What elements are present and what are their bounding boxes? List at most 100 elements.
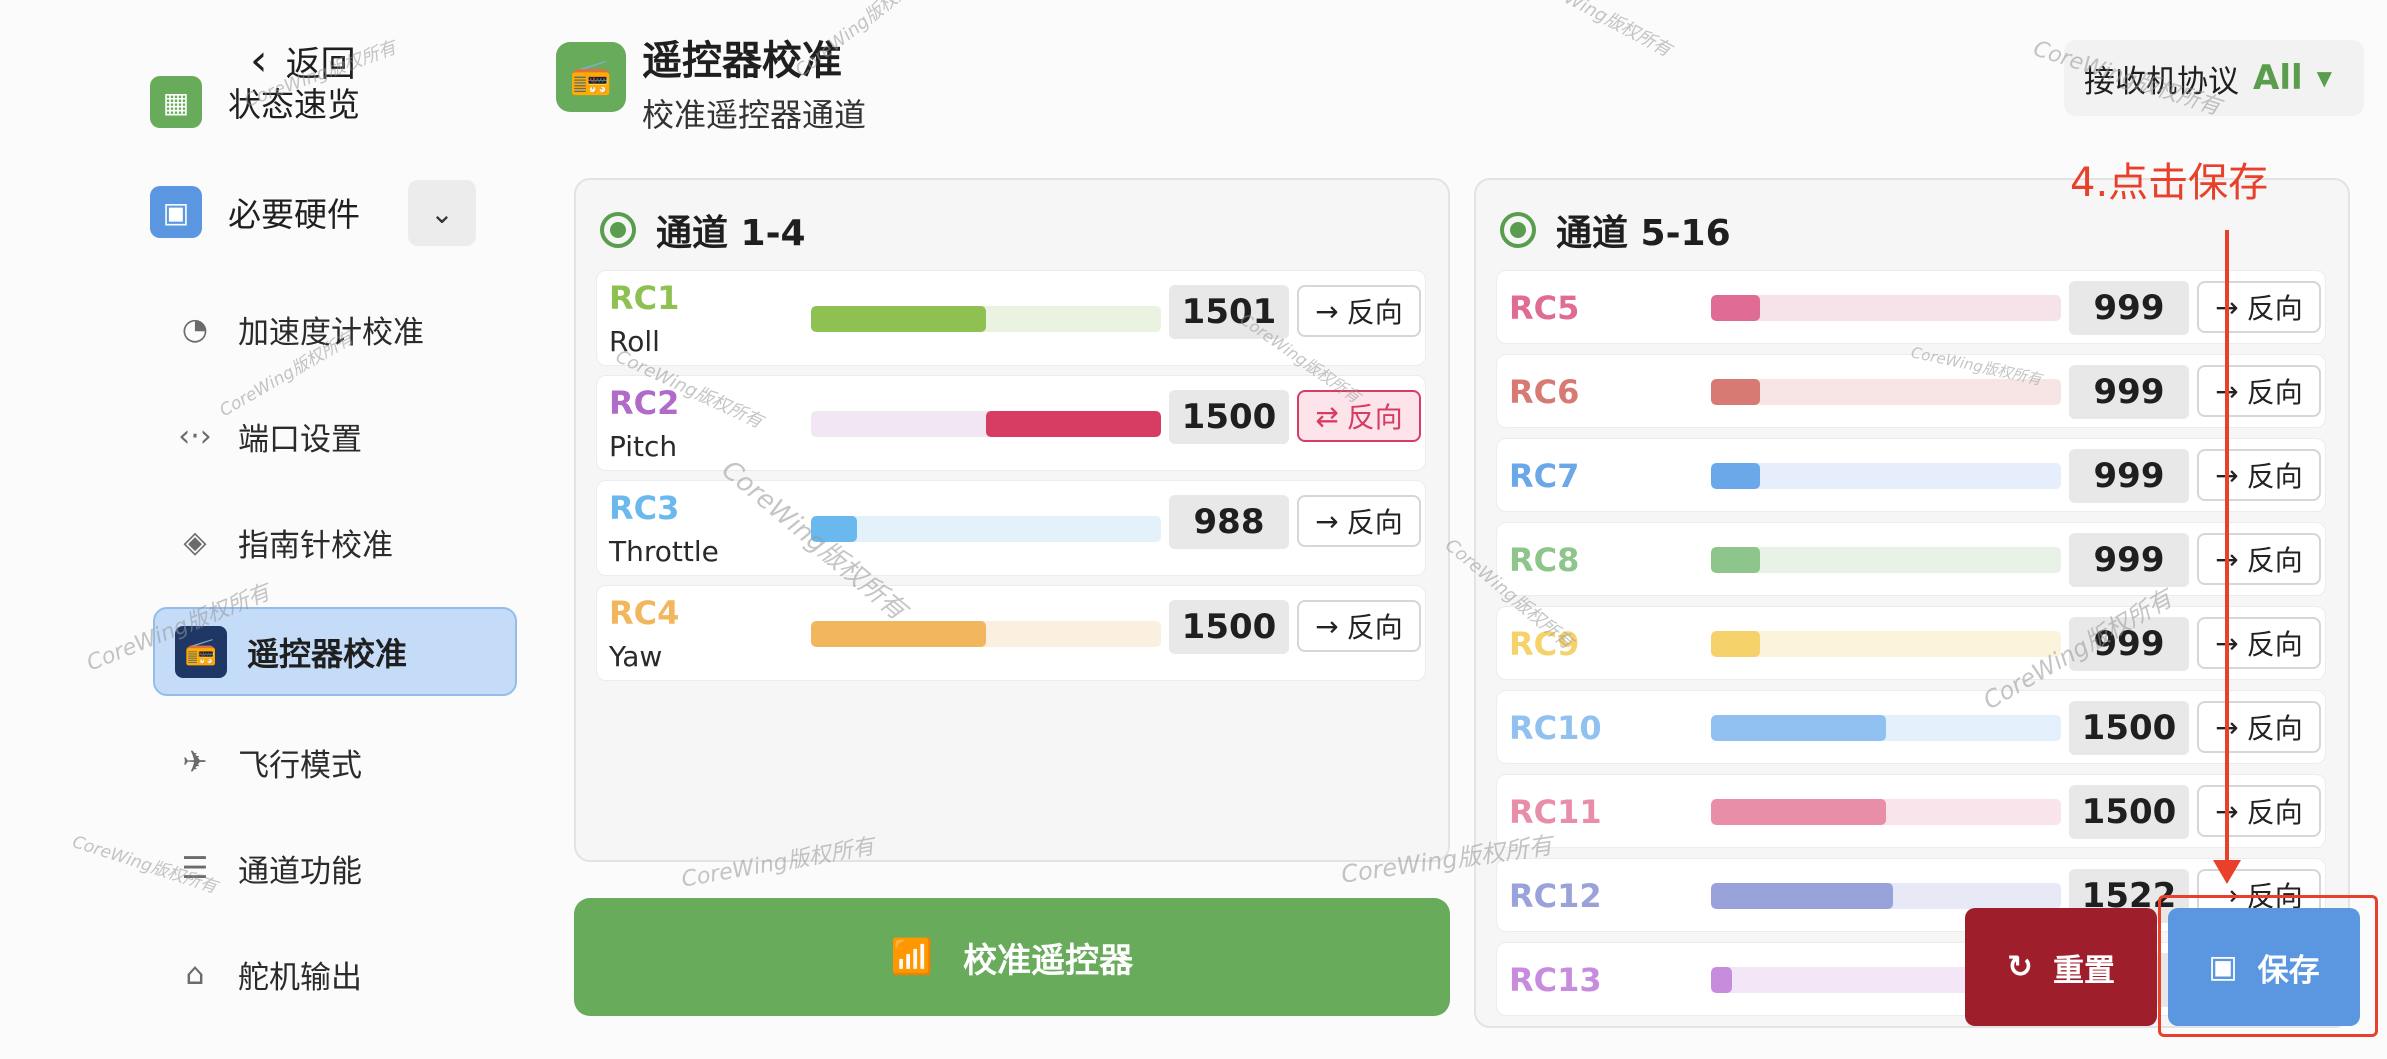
channel-value: 1501 (1169, 285, 1289, 339)
channel-name: RC10 (1509, 709, 1602, 747)
channel-name: RC1 (609, 279, 680, 317)
panel-header: 通道 1-4 (600, 204, 806, 256)
channel-value: 1500 (2069, 785, 2189, 839)
reverse-button[interactable]: ⇄反向 (1297, 390, 1421, 442)
channel-value: 988 (1169, 495, 1289, 549)
sidebar-item-label: 指南针校准 (238, 527, 393, 564)
reverse-button[interactable]: →反向 (2197, 449, 2321, 501)
reverse-label: 反向 (2246, 796, 2303, 829)
channel-function: Yaw (609, 640, 663, 673)
radio-indicator-icon (600, 212, 636, 248)
channel-bar-fill (1711, 967, 1732, 993)
sidebar-item-flight-modes[interactable]: ✈ 飞行模式 (172, 739, 362, 785)
port-icon: ‹·› (178, 418, 212, 454)
sliders-icon: ☰ (181, 850, 209, 886)
floppy-disk-icon: ▣ (2208, 949, 2238, 985)
arrow-right-icon: → (1315, 504, 1339, 538)
panel-header: 通道 5-16 (1500, 204, 1731, 256)
channel-function: Throttle (609, 535, 719, 568)
sidebar-item-label: 必要硬件 (228, 195, 360, 234)
sidebar-item-channel-functions[interactable]: ☰ 通道功能 (172, 845, 362, 891)
protocol-value: All (2253, 58, 2303, 98)
reverse-button[interactable]: →反向 (2197, 533, 2321, 585)
channel-value: 1500 (2069, 701, 2189, 755)
channel-bar-fill (811, 621, 986, 647)
channel-bar-track (811, 516, 1161, 542)
channel-bar-track (811, 621, 1161, 647)
channel-bar-track (1711, 295, 2061, 321)
channel-name: RC7 (1509, 457, 1580, 495)
remote-icon: 📶 (890, 937, 934, 977)
chip-icon: ▣ (150, 186, 202, 238)
channel-name: RC9 (1509, 625, 1580, 663)
sidebar-item-ports[interactable]: ‹·› 端口设置 (172, 413, 362, 459)
channel-name: RC11 (1509, 793, 1602, 831)
reverse-button[interactable]: →反向 (2197, 365, 2321, 417)
channel-name: RC4 (609, 594, 680, 632)
reverse-label: 反向 (2246, 712, 2303, 745)
reverse-button[interactable]: →反向 (1297, 495, 1421, 547)
reverse-button[interactable]: →反向 (2197, 701, 2321, 753)
reverse-label: 反向 (2246, 292, 2303, 325)
annotation-arrow (2225, 230, 2229, 860)
reverse-label: 反向 (2246, 628, 2303, 661)
calibrate-label: 校准遥控器 (963, 940, 1134, 981)
channel-name: RC5 (1509, 289, 1580, 327)
reverse-button[interactable]: →反向 (2197, 281, 2321, 333)
dashboard-icon: ▦ (150, 76, 202, 128)
channel-bar-track (811, 411, 1161, 437)
channel-value: 1500 (1169, 390, 1289, 444)
annotation-arrowhead (2213, 860, 2241, 884)
channel-function: Pitch (609, 430, 678, 463)
protocol-select[interactable]: 接收机协议 All ▼ (2064, 40, 2364, 116)
save-button[interactable]: ▣ 保存 (2168, 908, 2360, 1026)
servo-icon: ⌂ (185, 956, 205, 992)
reverse-button[interactable]: →反向 (2197, 617, 2321, 669)
refresh-icon: ↻ (2007, 949, 2033, 985)
radio-icon: 📻 (175, 625, 227, 678)
tutorial-annotation: 4.点击保存 (2070, 160, 2269, 206)
calibrate-rc-button[interactable]: 📶 校准遥控器 (574, 898, 1450, 1016)
channel-bar-fill (1711, 295, 1760, 321)
expand-hardware-button[interactable]: ⌄ (408, 180, 476, 246)
channel-value: 999 (2069, 533, 2189, 587)
panel-title: 通道 5-16 (1556, 213, 1731, 254)
reverse-button[interactable]: →反向 (1297, 600, 1421, 652)
chevron-left-icon: ‹ (250, 35, 268, 86)
channel-row: RC10 1500→反向 (1496, 690, 2326, 764)
back-button[interactable]: ‹ 返回 (250, 35, 356, 87)
channel-name: RC6 (1509, 373, 1580, 411)
sidebar-item-status[interactable]: ▦ 状态速览 (150, 76, 360, 128)
channel-name: RC2 (609, 384, 680, 422)
reset-button[interactable]: ↻ 重置 (1965, 908, 2157, 1026)
sidebar-item-rc-calibration[interactable]: 📻 遥控器校准 (153, 607, 517, 696)
channel-bar-track (1711, 631, 2061, 657)
sidebar-item-label: 飞行模式 (238, 747, 362, 784)
watermark: CoreWing版权所有 (1523, 0, 1675, 62)
sidebar-item-accel[interactable]: ◔ 加速度计校准 (172, 306, 424, 352)
channel-bar-fill (1711, 883, 1893, 909)
reverse-label: 反向 (1346, 401, 1403, 434)
sidebar-item-label: 端口设置 (238, 421, 362, 458)
protocol-label: 接收机协议 (2084, 63, 2239, 100)
sidebar-item-hardware[interactable]: ▣ 必要硬件 (150, 186, 360, 238)
channel-bar-fill (1711, 547, 1760, 573)
sidebar-item-compass[interactable]: ◈ 指南针校准 (172, 519, 393, 565)
reverse-label: 反向 (1346, 611, 1403, 644)
caret-down-icon: ▼ (2316, 66, 2333, 90)
sidebar-item-servo-output[interactable]: ⌂ 舵机输出 (172, 951, 362, 997)
reverse-button[interactable]: →反向 (2197, 785, 2321, 837)
radio-indicator-icon (1500, 212, 1536, 248)
panel-title: 通道 1-4 (656, 213, 806, 254)
channel-bar-fill (1711, 715, 1886, 741)
channel-value: 1500 (1169, 600, 1289, 654)
channel-bar-track (1711, 547, 2061, 573)
sidebar-item-label: 舵机输出 (238, 959, 362, 996)
reverse-button[interactable]: →反向 (1297, 285, 1421, 337)
channel-row: RC11 1500→反向 (1496, 774, 2326, 848)
